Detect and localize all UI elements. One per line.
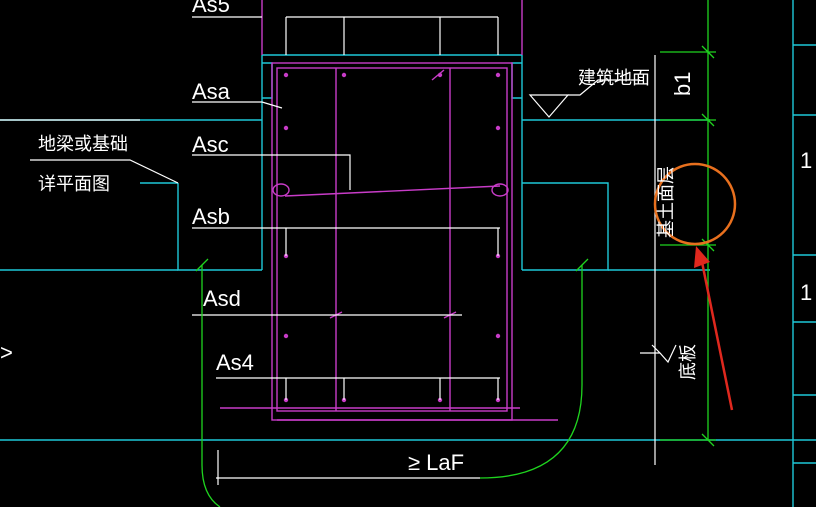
red-arrow-head (694, 246, 710, 268)
label-asa: Asa (192, 79, 231, 104)
right-num-1: 1 (800, 148, 812, 173)
leader-lines (0, 16, 677, 485)
beam-note-line2: 详平面图 (38, 174, 110, 195)
rebar-dots (283, 72, 501, 403)
basement-floor-label: 基土面层 (656, 166, 677, 238)
label-as5: As5 (192, 0, 230, 17)
dim-lower-laf: ≥ LaF (408, 450, 464, 475)
building-ground-label: 建筑地面 (578, 68, 650, 89)
dim-b1: b1 (670, 72, 695, 96)
red-arrow (700, 261, 734, 411)
label-asb: Asb (192, 204, 230, 229)
bottom-slab-label: 底板 (678, 344, 699, 380)
left-mark: > (0, 340, 13, 365)
right-num-2: 1 (800, 280, 812, 305)
label-as4: As4 (216, 350, 254, 375)
green-dimensions (195, 0, 716, 507)
highlight-annotation (653, 162, 737, 411)
label-asd: Asd (203, 286, 241, 311)
rebar-cage (220, 0, 558, 421)
highlight-ellipse (653, 162, 737, 246)
label-asc: Asc (192, 132, 229, 157)
beam-note-line1: 地梁或基础 (38, 134, 128, 155)
